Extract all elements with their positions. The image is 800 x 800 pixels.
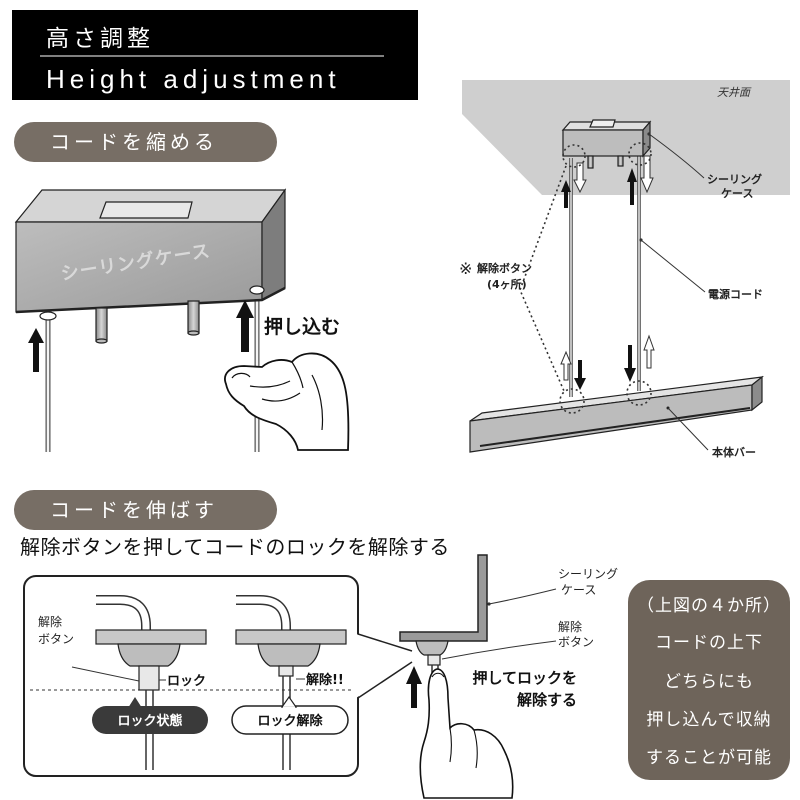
overview-arrow-up-hollow-icon xyxy=(560,350,572,381)
button-cap xyxy=(117,643,181,667)
side-arrow-up-icon xyxy=(406,666,422,708)
side-button-label-line2: ボタン xyxy=(558,635,594,649)
note-line: どちらにも xyxy=(664,672,754,692)
release-button-mark: ※ xyxy=(459,259,472,278)
hand-pushing-cord-icon xyxy=(224,352,350,451)
note-line: コードの上下 xyxy=(655,633,763,653)
ceiling-case-box: シーリングケース xyxy=(14,188,287,314)
detail-button-leader xyxy=(71,666,140,682)
unlocked-state-badge: ロック解除 xyxy=(231,695,349,735)
ceiling-case-wall xyxy=(399,554,488,642)
push-in-text: 押し込む xyxy=(264,315,340,338)
overview-arrow-up-icon xyxy=(561,180,571,208)
locked-state-inset: 解除 ボタン ロック ロック状態 xyxy=(38,595,208,770)
hand-pressing-button-icon xyxy=(419,668,514,799)
main-body-bar xyxy=(469,375,765,453)
note-box-background xyxy=(628,580,790,780)
cord-hole-right xyxy=(249,285,265,295)
case-peg-right xyxy=(187,300,200,336)
case-panel xyxy=(235,629,347,645)
release-button-marker xyxy=(626,380,652,406)
overview-case-label-line1: シーリング xyxy=(707,172,762,186)
header-background xyxy=(12,10,418,100)
overview-case-label-line2: ケース xyxy=(721,187,753,200)
lock-text: ロック xyxy=(167,674,206,689)
shorten-section-label: コードを縮める xyxy=(14,122,277,162)
side-case-label-line2: ケース xyxy=(561,583,596,597)
extend-section-label: コードを伸ばす xyxy=(14,490,277,530)
detail-box-pointer xyxy=(356,634,412,698)
power-cord-label: 電源コード xyxy=(708,287,763,301)
detail-button-label-line2: ボタン xyxy=(38,632,74,646)
unlocked-state-text: ロック解除 xyxy=(257,713,323,729)
overview-arrow-up-hollow-icon xyxy=(643,334,655,369)
main-bar-label: 本体バー xyxy=(712,445,756,459)
header-title-en: Height adjustment xyxy=(46,64,341,94)
overview-arrow-down-icon xyxy=(574,360,586,390)
overview-diagram: 天井面 xyxy=(459,80,790,459)
release-button-marker xyxy=(628,142,652,166)
detail-button-label-line1: 解除 xyxy=(38,614,62,629)
extend-instruction: 解除ボタンを押してコードのロックを解除する xyxy=(20,535,450,559)
arrow-up-right-icon xyxy=(236,300,254,352)
note-line: 押し込んで収納 xyxy=(646,710,771,730)
shorten-label-pill xyxy=(14,122,277,162)
ceiling-label: 天井面 xyxy=(717,86,752,99)
release-text: 解除!! xyxy=(305,672,344,688)
release-side-illustration: シーリング ケース 解除 ボタン 押してロックを 解除する xyxy=(399,554,618,799)
overview-ceiling-case xyxy=(561,119,652,169)
side-button-label-line1: 解除 xyxy=(558,619,582,634)
side-button-cap xyxy=(415,640,449,656)
case-top-tab xyxy=(99,201,193,219)
side-case-label-line1: シーリング xyxy=(558,567,618,581)
arrow-up-left-icon xyxy=(28,328,44,372)
bar-label-leader xyxy=(667,407,709,451)
release-button-count: (4ヶ所) xyxy=(487,277,527,291)
overview-arrow-down-hollow-icon xyxy=(573,162,587,194)
release-button-marker xyxy=(559,388,585,414)
shorten-label-text: コードを縮める xyxy=(50,130,218,154)
extend-label-pill xyxy=(14,490,277,530)
shorten-illustration: シーリングケース 押し込む xyxy=(14,188,350,452)
locked-state-badge: ロック状態 xyxy=(92,697,208,734)
note-box: （上図の４か所） コードの上下 どちらにも 押し込んで収納 することが可能 xyxy=(628,580,790,780)
side-release-button-icon xyxy=(427,654,441,666)
unlocked-state-inset: 解除!! ロック解除 xyxy=(231,595,349,770)
side-button-leader xyxy=(441,640,557,660)
cord-label-leader xyxy=(640,239,706,293)
leader-dot xyxy=(639,238,643,242)
leader-dot xyxy=(647,132,651,136)
release-button-label: 解除ボタン xyxy=(477,261,532,275)
release-button-callout-line xyxy=(519,165,567,392)
button-cap xyxy=(257,643,321,667)
release-button-marker xyxy=(562,144,586,168)
header: 高さ調整 Height adjustment xyxy=(12,10,418,100)
header-title-ja: 高さ調整 xyxy=(46,26,154,52)
lock-detail-box: 解除 ボタン ロック ロック状態 解除!! xyxy=(23,575,413,777)
side-push-text-line2: 解除する xyxy=(517,691,577,709)
leader-dot xyxy=(487,602,491,606)
overview-arrow-down-icon xyxy=(624,345,636,382)
case-label-leader xyxy=(648,133,705,179)
release-button-pressed-icon xyxy=(278,665,294,677)
note-line: （上図の４か所） xyxy=(637,596,781,616)
side-push-text-line1: 押してロックを xyxy=(472,669,577,687)
cord-hole-left xyxy=(39,311,57,321)
extend-label-text: コードを伸ばす xyxy=(50,498,218,522)
case-peg-left xyxy=(95,307,108,344)
release-button-icon xyxy=(138,665,160,691)
note-line: することが可能 xyxy=(646,748,772,768)
overview-arrow-up-icon xyxy=(627,168,637,205)
locked-state-text: ロック状態 xyxy=(117,713,182,729)
case-panel xyxy=(95,629,207,645)
side-case-leader xyxy=(488,588,557,605)
